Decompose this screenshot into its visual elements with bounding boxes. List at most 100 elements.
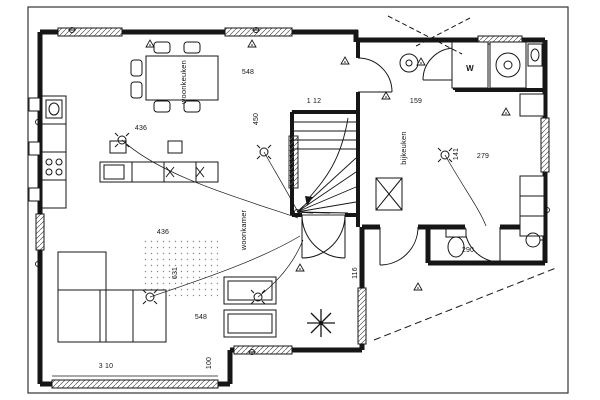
utility-sink: [527, 43, 543, 67]
boiler-icon-inner: [405, 59, 413, 67]
dim-woonkamer-top: 436: [157, 229, 169, 236]
island-hob-marks: [165, 166, 205, 178]
dryer-drum-inner: [503, 60, 513, 70]
meter-box-cross: [375, 177, 403, 211]
socket-icon: [35, 118, 41, 126]
door-livingroom-a: [301, 214, 346, 259]
cabinet-dividers: [520, 195, 544, 217]
appliance-box-1: [109, 140, 127, 154]
coffee-table-2-inner: [227, 313, 273, 334]
windows: [35, 27, 550, 389]
vent-triangle-icon: [501, 107, 511, 116]
light-icon: [114, 132, 130, 148]
window-left-wall: [35, 213, 45, 251]
socket-icon: [68, 27, 76, 33]
vent-triangle-icon: [340, 56, 350, 65]
rug: [142, 238, 218, 298]
dining-set: [130, 41, 219, 113]
vent-triangle-icon: [295, 263, 305, 272]
light-icon: [437, 147, 453, 163]
door-back-porch: [379, 226, 419, 266]
dim-hall-depth: 116: [352, 267, 359, 279]
radiator: [288, 135, 299, 189]
kitchen-island: [99, 161, 219, 183]
dim-bijkeuken-top: 159: [410, 98, 422, 105]
cooktop-burners: [45, 158, 63, 176]
chair: [183, 100, 201, 113]
dryer-drum: [495, 52, 521, 78]
stair-treads-winders: [296, 157, 357, 214]
dashed-lines: [373, 15, 557, 341]
roof-dash-2: [415, 17, 471, 47]
door-livingroom-b: [301, 214, 346, 259]
wall-unit-3: [28, 187, 41, 202]
kitchen-sink: [45, 99, 63, 119]
utility-area: [375, 41, 545, 258]
vent-triangle-icon: [145, 39, 155, 48]
labels: woonkeuken woonkamer bijkeuken 548 436 4…: [99, 60, 489, 370]
island-dividers: [131, 162, 197, 182]
chair: [153, 100, 171, 113]
window-right-wall: [540, 117, 550, 173]
window-top-center: [224, 27, 293, 37]
chair: [130, 81, 143, 99]
stair-walkline: [308, 117, 349, 199]
kitchen: [28, 95, 219, 209]
window-bottom-center: [233, 345, 293, 355]
label-woonkeuken: woonkeuken: [179, 60, 188, 105]
kitchen-counter-dividers: [42, 123, 66, 181]
vent-triangle-icon: [413, 282, 423, 291]
switch-wires: [121, 139, 487, 298]
dining-table: [145, 55, 219, 101]
coffee-table-1-inner: [227, 280, 273, 301]
plant-icon: [307, 309, 335, 337]
toilet-cistern: [445, 228, 467, 238]
dim-bijkeuken-depth: 141: [453, 148, 460, 160]
wall-unit-1: [28, 97, 41, 112]
cabinet-bottom: [519, 175, 545, 237]
washer: [451, 41, 489, 89]
cabinet-top: [519, 93, 545, 117]
socket-icon: [248, 349, 256, 355]
dim-bay-width: 3 10: [99, 363, 113, 370]
socket-icon: [544, 206, 550, 214]
sofa: [57, 251, 167, 343]
stair-walkline-arrow: [305, 196, 313, 206]
door-utility-closet: [422, 47, 456, 81]
toilet-bowl: [447, 236, 465, 258]
light-icon: [250, 289, 266, 305]
stair-treads-straight: [294, 121, 356, 150]
dim-hall-width: 1 12: [307, 98, 321, 105]
vent-triangle-icon: [247, 39, 257, 48]
socket-icon: [252, 27, 260, 33]
sofa-cushion-lines: [58, 289, 134, 342]
roof-dash-1: [387, 15, 463, 55]
socket-icon: [35, 260, 41, 268]
dim-woonkeuken-left: 436: [135, 125, 147, 132]
window-top-left: [57, 27, 123, 37]
dim-bijkeuken-width: 279: [477, 153, 489, 160]
vent-points: [145, 39, 511, 291]
appliance-box-2: [167, 140, 183, 154]
dim-bay-depth: 100: [206, 357, 213, 369]
dim-toilet-width: 290: [462, 247, 474, 254]
living-room: [57, 238, 335, 343]
ceiling-lights: [114, 132, 453, 305]
light-icon: [142, 289, 158, 305]
light-icon: [256, 144, 272, 160]
dim-woonkeuken-top: 548: [242, 69, 254, 76]
chair: [183, 41, 201, 54]
utility-sink-basin: [530, 48, 540, 62]
washer-label: W: [466, 64, 474, 73]
electrical: [35, 27, 550, 355]
dryer: [489, 41, 527, 89]
island-sink: [103, 164, 125, 180]
wall-unit-2: [28, 141, 41, 156]
vent-triangle-icon: [416, 57, 426, 66]
chair: [153, 41, 171, 54]
label-bijkeuken: bijkeuken: [399, 131, 408, 165]
front-door-window: [357, 287, 367, 345]
kitchen-sink-basin: [48, 102, 60, 116]
